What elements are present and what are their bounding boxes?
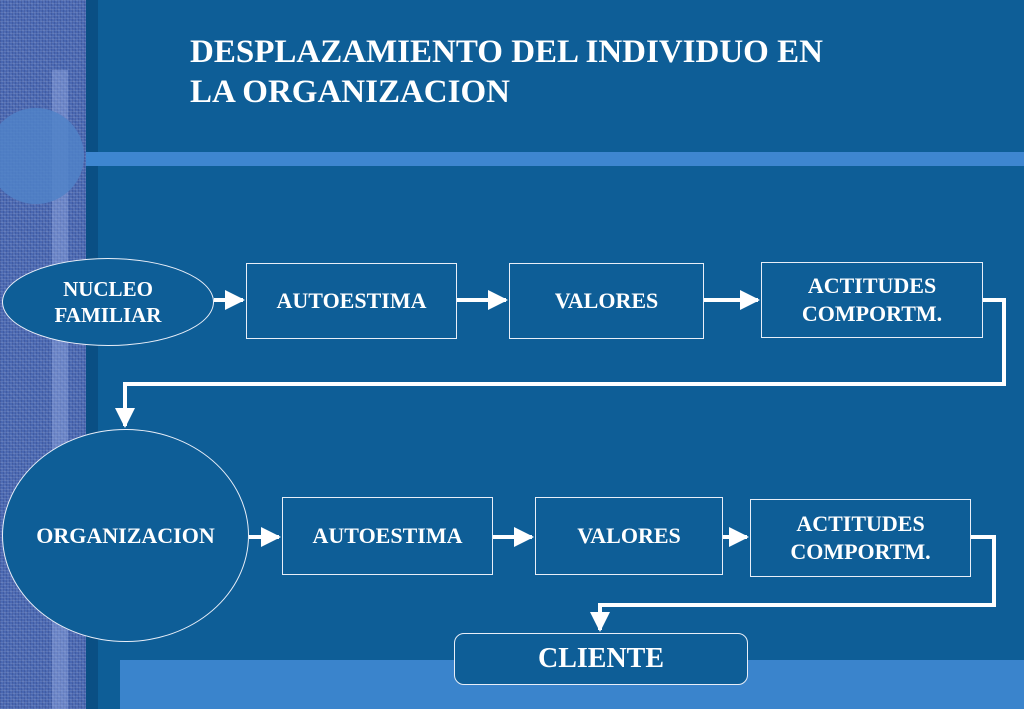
valores-label-2: VALORES [577, 523, 681, 548]
actitudes-label-1: ACTITUDES COMPORTM. [801, 273, 943, 326]
cliente-node: CLIENTE [454, 633, 748, 685]
header-band [86, 152, 1024, 166]
actitudes-box-2: ACTITUDES COMPORTM. [750, 499, 971, 577]
nucleo-familiar-node: NUCLEO FAMILIAR [2, 258, 214, 346]
strip-decorative-circle [0, 108, 84, 204]
cliente-label: CLIENTE [537, 643, 665, 674]
organizacion-label: ORGANIZACION [36, 522, 215, 548]
actitudes-box-1: ACTITUDES COMPORTM. [761, 262, 983, 338]
arrow-row2-to-cliente [590, 535, 996, 632]
autoestima-label-2: AUTOESTIMA [312, 523, 463, 548]
valores-label-1: VALORES [554, 288, 659, 313]
actitudes-label-2: ACTITUDES COMPORTM. [790, 511, 931, 564]
valores-box-1: VALORES [509, 263, 704, 339]
slide-title: DESPLAZAMIENTO DEL INDIVIDUO EN LA ORGAN… [190, 34, 823, 110]
autoestima-box-2: AUTOESTIMA [282, 497, 493, 575]
autoestima-box-1: AUTOESTIMA [246, 263, 457, 339]
organizacion-node: ORGANIZACION [2, 429, 249, 642]
nucleo-familiar-label: NUCLEO FAMILIAR [54, 277, 162, 327]
arrow-row1-to-organizacion [115, 298, 1006, 428]
autoestima-label-1: AUTOESTIMA [276, 288, 427, 313]
valores-box-2: VALORES [535, 497, 723, 575]
